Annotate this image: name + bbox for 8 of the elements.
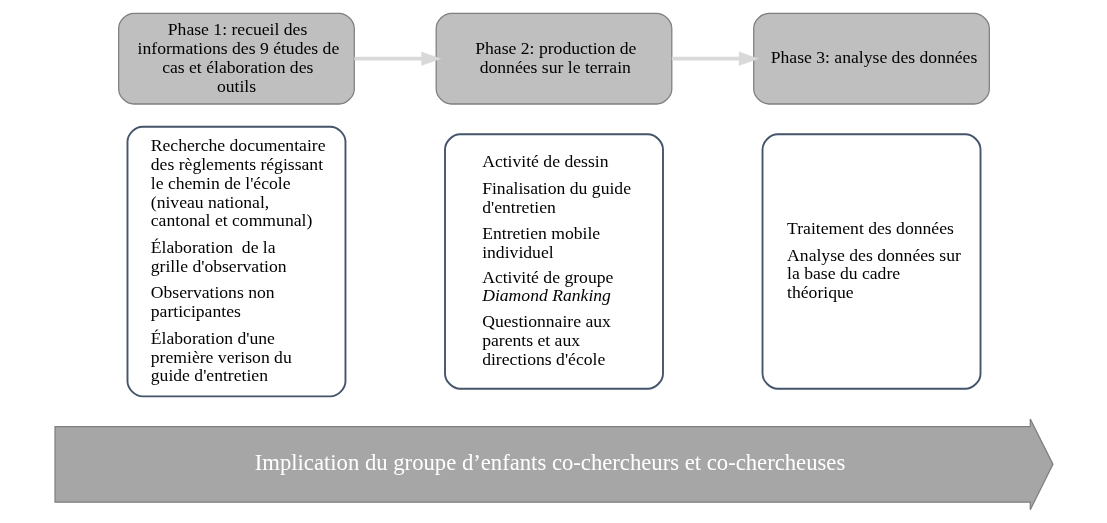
node-box: Activité de dessin Finalisation du guide d'entretien Entretien mobile individuel Activité de groupe Diamond Ranking Questionnaire aux parents et aux directions d'école (443, 133, 664, 390)
node-box: Phase 3: analyse des données (752, 12, 990, 105)
node-box: Phase 2: production de données sur le terrain (435, 12, 672, 105)
node-box: Recherche documentaire des règlements régissant le chemin de l'école (niveau national, cantonal et communal) Élaboration de la grille d'observation Observations non participantes Élaboration d'une première verison du guide d'entretien (126, 125, 346, 398)
arrow (671, 51, 759, 66)
node-box: Phase 1: recueil des informations des 9 études de cas et élaboration des outils (117, 12, 355, 105)
node-box: Traitement des données Analyse des données sur la base du cadre théorique (761, 133, 981, 390)
arrow (353, 51, 442, 66)
